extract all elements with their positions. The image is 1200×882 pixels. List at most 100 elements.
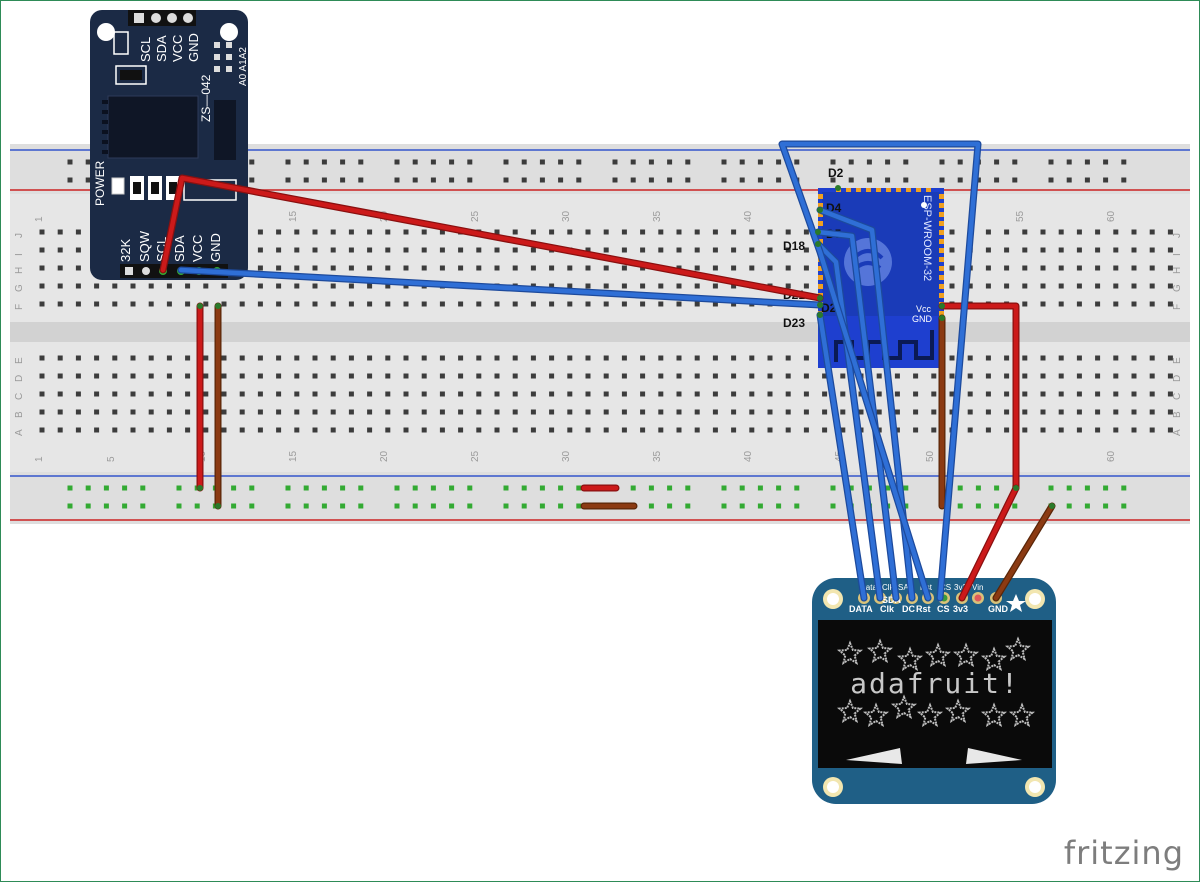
rtc-component-outline: [113, 31, 129, 55]
breadboard-hole: [185, 301, 191, 307]
breadboard-hole: [949, 355, 955, 361]
breadboard-hole: [330, 265, 336, 271]
breadboard-hole: [39, 247, 45, 253]
rail-hole-connected: [430, 485, 436, 491]
col-num-5-bottom: 5: [106, 456, 117, 462]
rail-hole: [85, 177, 91, 183]
breadboard-hole: [749, 427, 755, 433]
rail-hole-connected: [721, 503, 727, 509]
rail-hole-connected: [103, 503, 109, 509]
breadboard-hole: [749, 409, 755, 415]
breadboard-hole: [403, 247, 409, 253]
breadboard-hole: [913, 391, 919, 397]
breadboard-hole: [294, 229, 300, 235]
rtc-pin: [125, 267, 133, 275]
breadboard-hole: [840, 409, 846, 415]
breadboard-hole: [367, 355, 373, 361]
breadboard-hole: [57, 229, 63, 235]
breadboard-hole: [348, 427, 354, 433]
breadboard-hole: [421, 391, 427, 397]
breadboard-hole: [676, 283, 682, 289]
breadboard-hole: [712, 301, 718, 307]
breadboard-hole: [585, 283, 591, 289]
breadboard-hole: [112, 283, 118, 289]
rtc-pin-label-sda-bottom: SDA: [172, 235, 187, 262]
esp32-pin-pad: [876, 188, 881, 192]
breadboard-hole: [130, 283, 136, 289]
breadboard-hole: [476, 301, 482, 307]
rail-hole: [467, 177, 473, 183]
breadboard-hole: [439, 247, 445, 253]
rail-hole: [994, 177, 1000, 183]
breadboard-hole: [1022, 355, 1028, 361]
rail-hole: [340, 177, 346, 183]
breadboard-hole: [39, 373, 45, 379]
rtc-component-outline: [115, 65, 147, 85]
breadboard-hole: [731, 409, 737, 415]
breadboard-hole: [312, 265, 318, 271]
breadboard-hole: [840, 373, 846, 379]
breadboard-hole: [276, 265, 282, 271]
row-letter-j-right: J: [1172, 233, 1183, 238]
breadboard-hole: [949, 391, 955, 397]
breadboard-hole: [439, 229, 445, 235]
wire-oled-clk-d18: [815, 241, 883, 601]
breadboard-hole: [439, 373, 445, 379]
breadboard-hole: [166, 373, 172, 379]
breadboard-hole: [239, 301, 245, 307]
breadboard-hole: [785, 391, 791, 397]
breadboard-hole: [1040, 427, 1046, 433]
rail-hole: [1084, 177, 1090, 183]
breadboard-hole: [913, 373, 919, 379]
breadboard-hole: [1058, 355, 1064, 361]
rail-hole: [776, 177, 782, 183]
col-num-30: 30: [561, 210, 572, 222]
rail-hole: [558, 177, 564, 183]
breadboard-hole: [712, 355, 718, 361]
breadboard-hole: [130, 373, 136, 379]
row-letter-c: C: [14, 393, 25, 400]
breadboard-hole: [1167, 391, 1173, 397]
breadboard-hole: [385, 409, 391, 415]
oled-label-dc: DC: [902, 604, 915, 614]
fritzing-watermark: fritzing: [1063, 834, 1184, 872]
breadboard-hole: [1113, 229, 1119, 235]
breadboard-hole: [257, 391, 263, 397]
breadboard-hole: [985, 229, 991, 235]
breadboard-hole: [785, 229, 791, 235]
breadboard-hole: [731, 373, 737, 379]
breadboard-hole: [1167, 373, 1173, 379]
rail-hole: [721, 177, 727, 183]
rail-hole-connected: [885, 485, 891, 491]
wire-oled-gnd: [993, 503, 1055, 601]
oled-star-icon: [952, 642, 980, 667]
breadboard-hole: [403, 409, 409, 415]
breadboard-hole: [512, 373, 518, 379]
breadboard-hole: [39, 427, 45, 433]
col-num-1: 1: [34, 216, 45, 222]
breadboard-hole: [257, 427, 263, 433]
breadboard-hole: [585, 409, 591, 415]
rail-hole-connected: [521, 503, 527, 509]
rail-hole-connected: [1121, 485, 1127, 491]
breadboard-hole: [931, 373, 937, 379]
breadboard-hole: [276, 283, 282, 289]
breadboard-hole: [57, 427, 63, 433]
breadboard-hole: [494, 373, 500, 379]
rail-hole: [1103, 177, 1109, 183]
wire-oled-3v3: [959, 485, 1019, 601]
esp32-pin-pad: [939, 194, 944, 199]
col-num-55: 55: [1015, 210, 1026, 222]
rail-hole: [503, 159, 509, 165]
oled-top-label-cs: CS: [940, 583, 951, 592]
esp32-pin-pad: [939, 257, 944, 262]
breadboard-hole: [949, 373, 955, 379]
breadboard-hole: [803, 283, 809, 289]
breadboard-hole: [658, 427, 664, 433]
rail-hole-connected: [776, 503, 782, 509]
esp32-pin-pad: [886, 188, 891, 192]
rtc-pin-label-gnd-bottom: GND: [208, 233, 223, 262]
breadboard-hole: [330, 427, 336, 433]
breadboard-hole: [112, 373, 118, 379]
breadboard-hole: [330, 391, 336, 397]
